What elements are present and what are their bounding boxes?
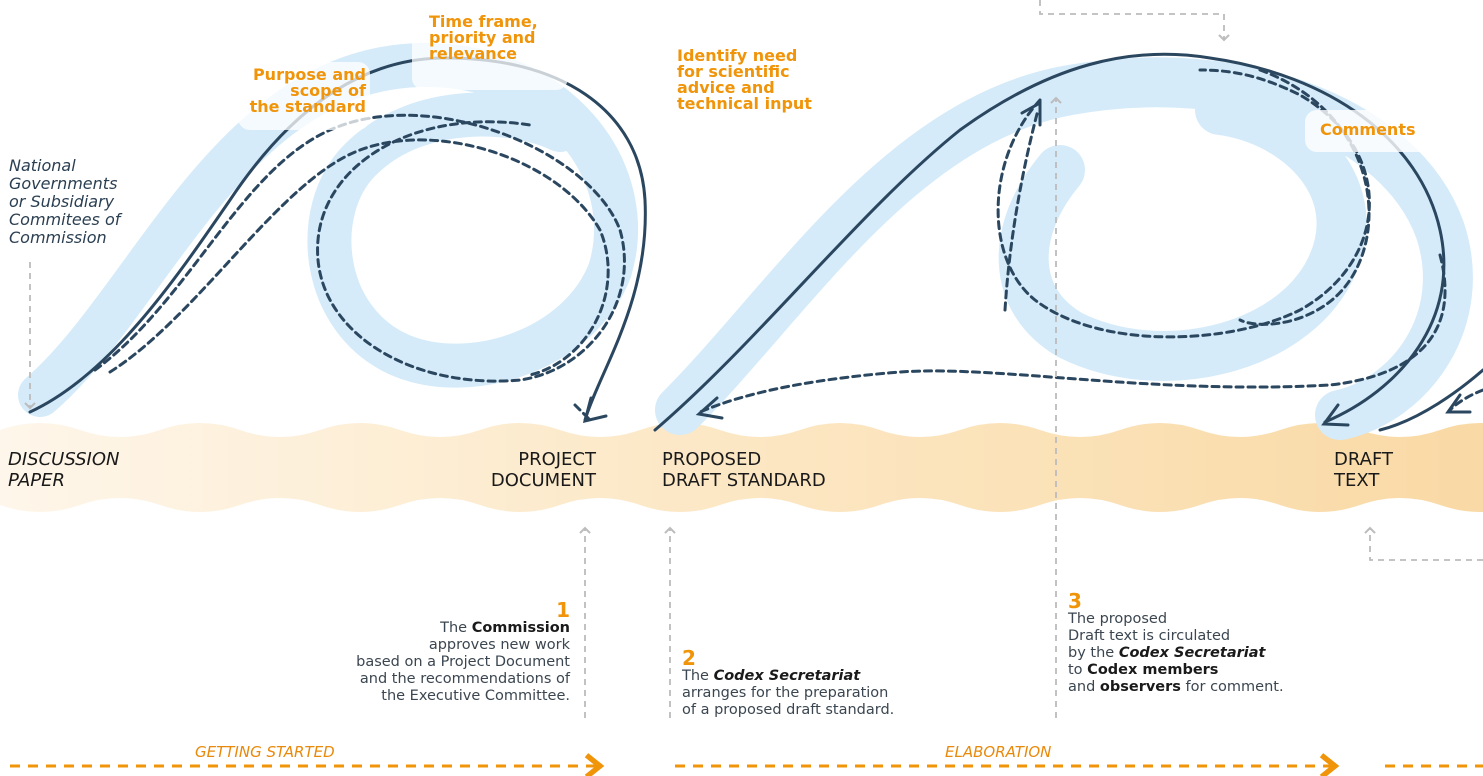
dashed-curve-2-back-head xyxy=(695,396,724,420)
step-text: and xyxy=(1068,679,1096,695)
dashed-curve-2-up xyxy=(1003,108,1040,312)
label-line: Purpose and xyxy=(252,65,366,84)
step-emphasis: Codex Secretariat xyxy=(1118,645,1266,661)
stage-draft-text: DRAFT TEXT xyxy=(1334,449,1393,491)
stage-line: PROPOSED xyxy=(662,449,762,470)
step-text: The proposed Draft text is circulated by… xyxy=(1068,611,1231,661)
step-emphasis: Codex Secretariat xyxy=(713,668,861,684)
label-line: for scientific xyxy=(677,62,790,81)
label-line: scope of xyxy=(290,81,366,100)
flow-curve-2-head xyxy=(1321,403,1350,427)
label-line: technical input xyxy=(677,94,812,113)
step-text: The xyxy=(440,620,472,636)
stage-line: PAPER xyxy=(8,470,66,491)
label-time-frame: Time frame, priority and relevance xyxy=(429,14,538,62)
phase-elaboration: ELABORATION xyxy=(945,743,1052,761)
step-3: 3 The proposed Draft text is circulated … xyxy=(1068,591,1368,696)
dashed-curve-2-loop xyxy=(996,68,1371,339)
dashed-curve-2-up-head xyxy=(1020,100,1042,127)
guide-draft-return xyxy=(1364,526,1483,561)
flow-curve-3 xyxy=(1378,368,1483,432)
label-line: Identify need xyxy=(677,46,798,65)
stage-line: DOCUMENT xyxy=(490,470,596,491)
label-plate-purpose xyxy=(238,62,370,130)
source-note-line: Commission xyxy=(9,228,107,247)
source-note-line: Governments xyxy=(9,174,118,193)
step-text: for comment. xyxy=(1180,679,1284,695)
stage-line: DRAFT xyxy=(1334,449,1393,470)
source-note-line: or Subsidiary xyxy=(9,192,115,211)
dashed-curve-2-back xyxy=(698,253,1447,414)
step-emphasis: Commission xyxy=(471,620,570,636)
step-description: The Codex Secretariat arranges for the p… xyxy=(682,668,982,719)
step-number: 2 xyxy=(682,646,696,670)
label-plate-scientific xyxy=(655,70,825,140)
phase-getting-started: GETTING STARTED xyxy=(195,743,335,761)
step-text: to xyxy=(1068,662,1083,678)
stage-proposed-draft-standard: PROPOSED DRAFT STANDARD xyxy=(662,449,826,491)
label-comments: Comments xyxy=(1320,120,1416,139)
dashed-curve-2-loop-inner xyxy=(1238,68,1371,326)
step-text: arranges for the preparation of a propos… xyxy=(682,685,895,718)
stage-line: DRAFT STANDARD xyxy=(662,470,826,491)
step-1: 1 The Commission approves new work based… xyxy=(300,600,570,705)
label-line: priority and xyxy=(429,28,536,47)
stage-project-document: PROJECT DOCUMENT xyxy=(396,449,596,491)
label-plate-comments xyxy=(1305,110,1433,152)
step-number: 3 xyxy=(1068,589,1082,613)
dashed-curve-1a xyxy=(93,113,626,383)
source-note: National Governments or Subsidiary Commi… xyxy=(9,157,120,247)
label-scientific-advice: Identify need for scientific advice and … xyxy=(677,48,812,112)
stage-line: DISCUSSION xyxy=(8,449,120,470)
guide-top-feed xyxy=(1039,0,1230,42)
source-note-line: National xyxy=(9,156,76,175)
label-line: relevance xyxy=(429,44,518,63)
stage-line: TEXT xyxy=(1334,470,1380,491)
stage-discussion-paper: DISCUSSION PAPER xyxy=(8,449,120,491)
step-description: The Commission approves new work based o… xyxy=(300,620,570,705)
dashed-curve-1b xyxy=(108,138,610,377)
step-description: The proposed Draft text is circulated by… xyxy=(1068,611,1368,696)
label-purpose-scope: Purpose and scope of the standard xyxy=(200,67,366,115)
dashed-flow-curves xyxy=(93,68,1483,422)
label-line: the standard xyxy=(249,97,366,116)
stage-band xyxy=(0,423,1483,512)
dashed-curve-3-head xyxy=(1445,393,1472,414)
step-2: 2 The Codex Secretariat arranges for the… xyxy=(682,648,982,719)
loop-ribbon-1 xyxy=(18,42,638,417)
step-number: 1 xyxy=(556,598,570,622)
label-line: Time frame, xyxy=(429,12,538,31)
flow-curve-1-head xyxy=(582,396,608,424)
dashed-curve-1-tip xyxy=(573,403,592,422)
stage-line: PROJECT xyxy=(518,449,596,470)
step-emphasis: observers xyxy=(1099,679,1181,695)
label-plate-time-frame xyxy=(412,32,568,90)
guide-lines xyxy=(24,0,1483,718)
step-text: approves new work based on a Project Doc… xyxy=(356,637,570,704)
step-emphasis: Codex members xyxy=(1087,662,1219,678)
step-text: The xyxy=(682,668,714,684)
source-note-line: Commitees of xyxy=(9,210,121,229)
label-line: advice and xyxy=(677,78,775,97)
flow-curve-2 xyxy=(653,52,1446,432)
